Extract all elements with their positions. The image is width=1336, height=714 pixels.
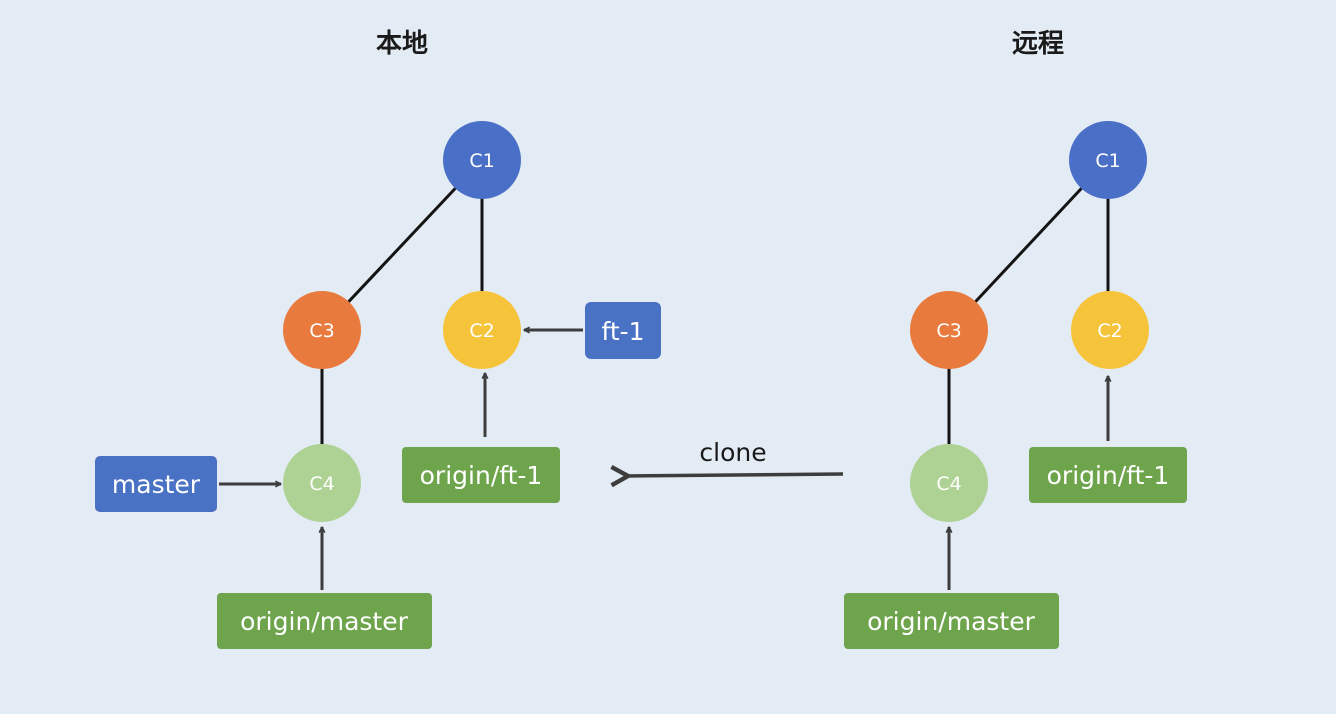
c4-label: C4 xyxy=(309,473,334,495)
local-title: 本地 xyxy=(376,29,428,59)
commit-node-c2: C2 xyxy=(443,291,521,369)
remote-origin-master-box xyxy=(844,593,1059,649)
clone-arrow-line xyxy=(628,474,844,476)
remote-origin-ft1-label: origin/ft-1 xyxy=(1047,461,1170,490)
ref-origin-ft1-remote: origin/ft-1 xyxy=(1029,447,1187,503)
c3-circle xyxy=(283,291,361,369)
ref-origin-master-remote: origin/master xyxy=(844,593,1059,649)
commit-node-c3: C3 xyxy=(283,291,361,369)
clone-arrow: clone xyxy=(628,438,844,476)
ref-master: master xyxy=(95,456,217,512)
ref-origin-master-local: origin/master xyxy=(217,593,432,649)
ft1-box xyxy=(585,302,661,359)
remote-graph: C1 C3 C2 C4 origin/ft-1 origin/master xyxy=(844,121,1187,649)
master-label: master xyxy=(112,470,201,499)
commit-node-c4: C4 xyxy=(283,444,361,522)
origin-master-box xyxy=(217,593,432,649)
remote-c3-label: C3 xyxy=(936,320,961,342)
c4-circle xyxy=(283,444,361,522)
remote-commit-node-c1: C1 xyxy=(1069,121,1147,199)
clone-label: clone xyxy=(699,438,766,467)
c2-circle xyxy=(443,291,521,369)
remote-c1-circle xyxy=(1069,121,1147,199)
c1-circle xyxy=(443,121,521,199)
remote-origin-ft1-box xyxy=(1029,447,1187,503)
local-graph: C1 C3 C2 C4 ft-1 origin/ft-1 maste xyxy=(95,121,661,649)
remote-c4-label: C4 xyxy=(936,473,961,495)
origin-ft1-label: origin/ft-1 xyxy=(420,461,543,490)
c3-label: C3 xyxy=(309,320,334,342)
ref-ft1: ft-1 xyxy=(585,302,661,359)
origin-ft1-box xyxy=(402,447,560,503)
remote-c2-label: C2 xyxy=(1097,320,1122,342)
remote-commit-node-c4: C4 xyxy=(910,444,988,522)
ft1-label: ft-1 xyxy=(601,317,644,346)
commit-node-c1: C1 xyxy=(443,121,521,199)
origin-master-label: origin/master xyxy=(240,607,408,636)
remote-c2-circle xyxy=(1071,291,1149,369)
remote-c3-circle xyxy=(910,291,988,369)
c1-label: C1 xyxy=(469,150,494,172)
c2-label: C2 xyxy=(469,320,494,342)
master-box xyxy=(95,456,217,512)
remote-commit-node-c3: C3 xyxy=(910,291,988,369)
remote-title: 远程 xyxy=(1012,29,1064,59)
remote-origin-master-label: origin/master xyxy=(867,607,1035,636)
remote-commit-node-c2: C2 xyxy=(1071,291,1149,369)
remote-c4-circle xyxy=(910,444,988,522)
remote-c1-label: C1 xyxy=(1095,150,1120,172)
ref-origin-ft1-local: origin/ft-1 xyxy=(402,447,560,503)
